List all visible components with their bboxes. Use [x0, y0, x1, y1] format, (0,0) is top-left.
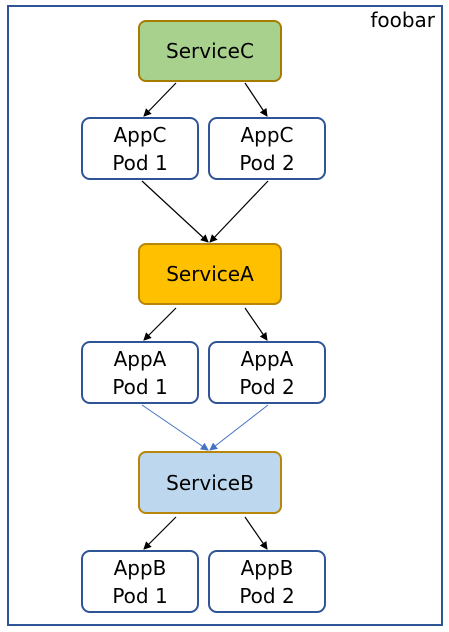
appa-pod2-node: AppA Pod 2: [208, 341, 326, 404]
namespace-frame: [7, 5, 443, 626]
service-a-node: ServiceA: [138, 243, 282, 305]
edge-serviceb-appb-pod1: [143, 516, 177, 550]
appb-pod2-pod: Pod 2: [239, 583, 295, 608]
namespace-label: foobar: [370, 8, 435, 32]
edge-serviceb-appb-pod2: [244, 516, 268, 550]
service-a-label: ServiceA: [166, 262, 254, 286]
appc-pod2-pod: Pod 2: [239, 150, 295, 175]
service-b-label: ServiceB: [166, 470, 254, 495]
service-c-label: ServiceC: [166, 39, 254, 63]
edge-servicec-appc-pod2: [244, 82, 268, 117]
appa-pod1-node: AppA Pod 1: [81, 341, 199, 404]
appb-pod2-app: AppB: [240, 555, 294, 580]
appb-pod2-node: AppB Pod 2: [208, 550, 326, 613]
edge-servicea-appa-pod1: [143, 307, 177, 341]
edge-appc-pod2-servicea: [209, 180, 269, 243]
appa-pod2-pod: Pod 2: [239, 374, 295, 399]
appc-pod1-pod: Pod 1: [112, 150, 168, 175]
appa-pod1-pod: Pod 1: [112, 374, 168, 399]
appc-pod1-node: AppC Pod 1: [81, 117, 199, 180]
appc-pod2-app: AppC: [240, 122, 294, 147]
appb-pod1-node: AppB Pod 1: [81, 550, 199, 613]
edge-servicec-appc-pod1: [143, 82, 177, 117]
appb-pod1-pod: Pod 1: [112, 583, 168, 608]
appb-pod1-app: AppB: [113, 555, 167, 580]
service-c-node: ServiceC: [138, 20, 282, 82]
edge-appa-pod1-serviceb: [141, 404, 209, 451]
appc-pod2-node: AppC Pod 2: [208, 117, 326, 180]
appa-pod2-app: AppA: [240, 346, 294, 371]
appc-pod1-app: AppC: [113, 122, 167, 147]
appa-pod1-app: AppA: [113, 346, 167, 371]
edge-appa-pod2-serviceb: [209, 404, 269, 451]
edge-servicea-appa-pod2: [244, 307, 268, 341]
service-b-node: ServiceB: [138, 451, 282, 514]
edge-appc-pod1-servicea: [141, 180, 209, 243]
